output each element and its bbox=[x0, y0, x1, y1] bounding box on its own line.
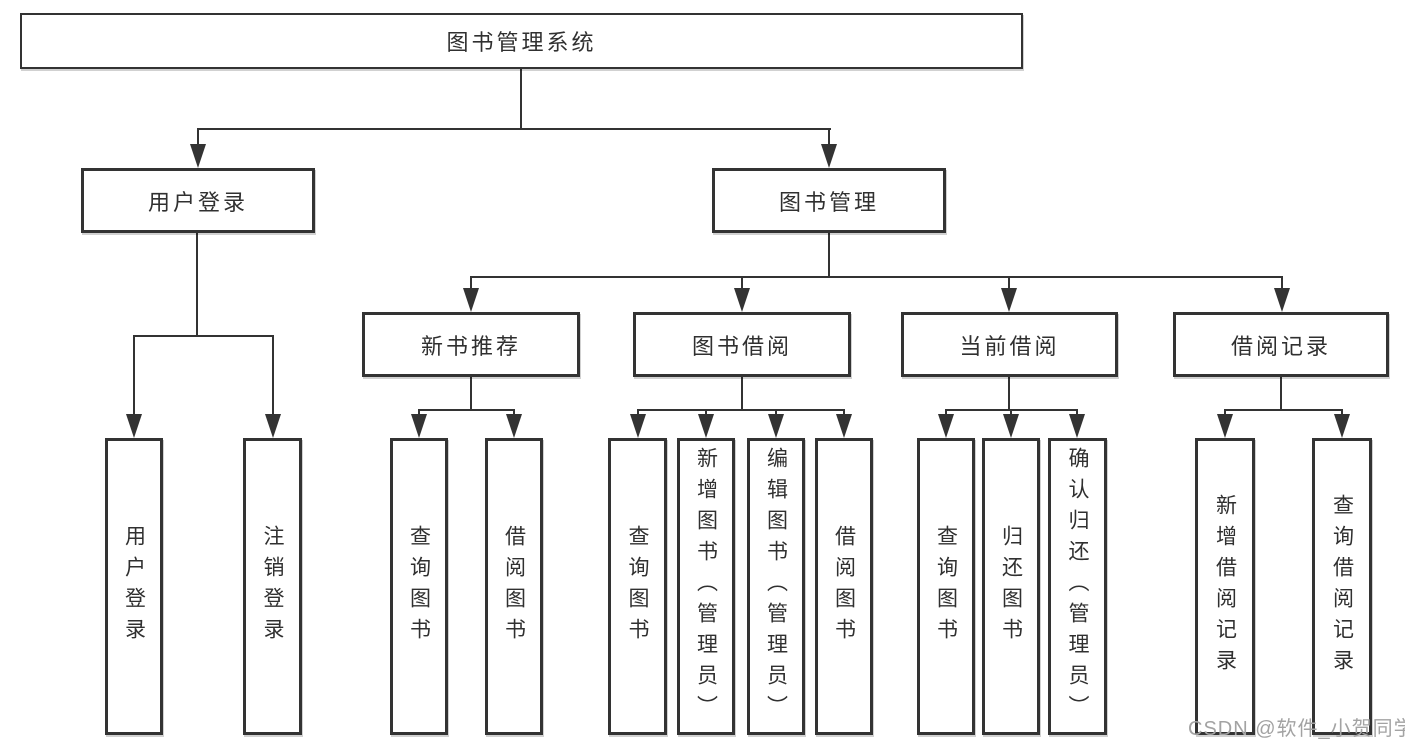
leaf-query-books-borrow: 查询图书 bbox=[608, 438, 667, 735]
connector-arrow-down bbox=[1334, 414, 1350, 438]
connector-vline bbox=[828, 233, 830, 278]
connector-arrow-down bbox=[821, 144, 837, 168]
connector-arrow-down bbox=[506, 414, 522, 438]
connector-vline bbox=[1224, 409, 1226, 417]
leaf-add-books-admin: 新增图书（管理员） bbox=[677, 438, 735, 735]
node-borrow-records: 借阅记录 bbox=[1173, 312, 1389, 377]
connector-vline bbox=[828, 128, 830, 146]
leaf-query-books-current: 查询图书 bbox=[917, 438, 975, 735]
connector-arrow-down bbox=[1069, 414, 1085, 438]
connector-vline bbox=[741, 276, 743, 290]
leaf-add-borrow-record: 新增借阅记录 bbox=[1195, 438, 1255, 735]
connector-vline bbox=[272, 335, 274, 416]
node-user-login: 用户登录 bbox=[81, 168, 315, 233]
connector-arrow-down bbox=[463, 288, 479, 312]
connector-vline bbox=[418, 409, 420, 417]
leaf-logout: 注销登录 bbox=[243, 438, 302, 735]
connector-vline bbox=[196, 233, 198, 337]
connector-vline bbox=[470, 276, 472, 290]
connector-arrow-down bbox=[630, 414, 646, 438]
connector-vline bbox=[843, 409, 845, 417]
connector-hline bbox=[470, 276, 1283, 278]
connector-vline bbox=[741, 377, 743, 410]
connector-arrow-down bbox=[734, 288, 750, 312]
connector-vline bbox=[1076, 409, 1078, 417]
leaf-borrow-books: 借阅图书 bbox=[815, 438, 873, 735]
connector-arrow-down bbox=[1217, 414, 1233, 438]
connector-arrow-down bbox=[1003, 414, 1019, 438]
connector-arrow-down bbox=[1001, 288, 1017, 312]
connector-vline bbox=[133, 335, 135, 416]
connector-vline bbox=[470, 377, 472, 410]
connector-vline bbox=[520, 69, 522, 130]
connector-vline bbox=[637, 409, 639, 417]
connector-arrow-down bbox=[836, 414, 852, 438]
connector-arrow-down bbox=[126, 414, 142, 438]
connector-arrow-down bbox=[411, 414, 427, 438]
node-book-borrow: 图书借阅 bbox=[633, 312, 851, 377]
connector-vline bbox=[1281, 276, 1283, 290]
node-new-book-recommend: 新书推荐 bbox=[362, 312, 580, 377]
leaf-confirm-return-admin: 确认归还（管理员） bbox=[1048, 438, 1107, 735]
leaf-edit-books-admin: 编辑图书（管理员） bbox=[747, 438, 805, 735]
connector-hline bbox=[133, 335, 274, 337]
connector-arrow-down bbox=[265, 414, 281, 438]
connector-hline bbox=[1224, 409, 1343, 411]
node-current-borrow: 当前借阅 bbox=[901, 312, 1118, 377]
connector-vline bbox=[197, 128, 199, 146]
connector-vline bbox=[945, 409, 947, 417]
connector-vline bbox=[513, 409, 515, 417]
connector-vline bbox=[1280, 377, 1282, 410]
connector-arrow-down bbox=[768, 414, 784, 438]
connector-vline bbox=[705, 409, 707, 417]
connector-vline bbox=[1008, 276, 1010, 290]
leaf-borrow-books-recommend: 借阅图书 bbox=[485, 438, 543, 735]
leaf-user-login: 用户登录 bbox=[105, 438, 163, 735]
node-library-management-system: 图书管理系统 bbox=[20, 13, 1023, 69]
connector-hline bbox=[197, 128, 831, 130]
connector-arrow-down bbox=[190, 144, 206, 168]
leaf-return-books: 归还图书 bbox=[982, 438, 1040, 735]
watermark: CSDN @软件_小贺同学 bbox=[1188, 718, 1405, 740]
connector-vline bbox=[775, 409, 777, 417]
leaf-query-books-recommend: 查询图书 bbox=[390, 438, 448, 735]
connector-vline bbox=[1010, 409, 1012, 417]
connector-arrow-down bbox=[698, 414, 714, 438]
leaf-query-borrow-record: 查询借阅记录 bbox=[1312, 438, 1372, 735]
connector-vline bbox=[1008, 377, 1010, 410]
node-book-management: 图书管理 bbox=[712, 168, 946, 233]
connector-arrow-down bbox=[938, 414, 954, 438]
connector-hline bbox=[418, 409, 515, 411]
connector-arrow-down bbox=[1274, 288, 1290, 312]
connector-vline bbox=[1341, 409, 1343, 417]
connector-hline bbox=[637, 409, 845, 411]
